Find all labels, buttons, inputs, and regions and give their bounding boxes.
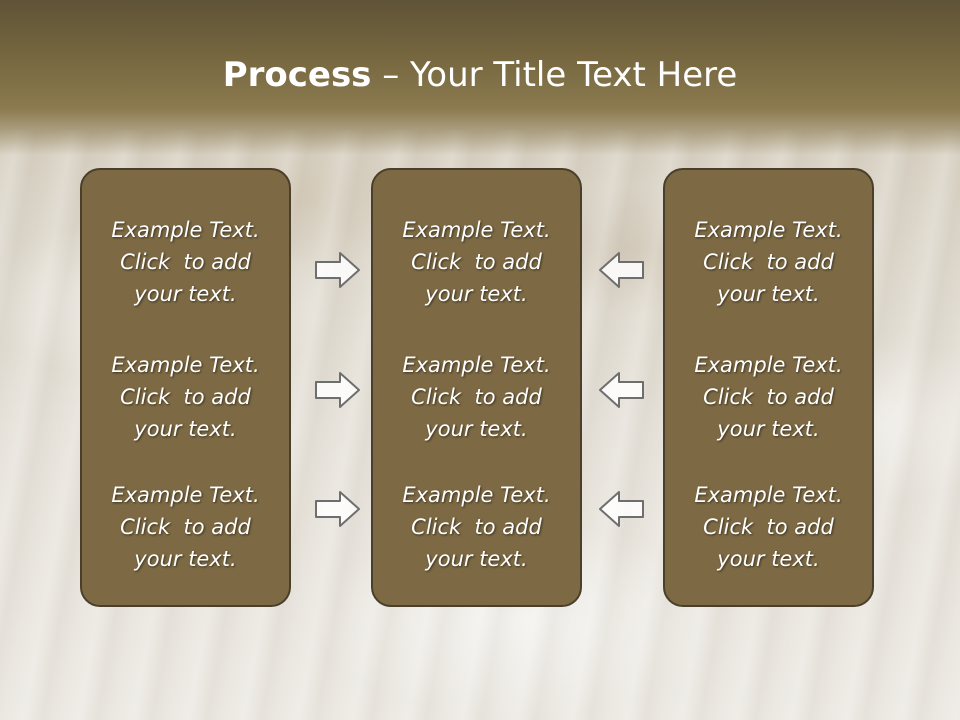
process-box-right[interactable]: Example Text. Click to add your text. Ex… bbox=[663, 168, 874, 607]
text-line: Example Text. bbox=[694, 483, 843, 507]
arrow-left-icon bbox=[599, 252, 644, 288]
title-bold: Process bbox=[222, 55, 372, 95]
text-line: your text. bbox=[425, 282, 528, 306]
text-line: your text. bbox=[425, 547, 528, 571]
text-line: your text. bbox=[717, 547, 820, 571]
arrow-right-icon bbox=[315, 491, 360, 527]
text-block[interactable]: Example Text. Click to add your text. bbox=[665, 349, 872, 445]
slide-title[interactable]: Process – Your Title Text Here bbox=[0, 50, 960, 100]
text-line: Click to add bbox=[703, 515, 834, 539]
text-line: Example Text. bbox=[111, 483, 260, 507]
text-line: Click to add bbox=[120, 385, 251, 409]
process-box-middle[interactable]: Example Text. Click to add your text. Ex… bbox=[371, 168, 582, 607]
text-line: your text. bbox=[134, 547, 237, 571]
text-line: Click to add bbox=[120, 515, 251, 539]
arrow-right-icon bbox=[315, 372, 360, 408]
arrow-left-icon bbox=[599, 491, 644, 527]
text-line: your text. bbox=[425, 417, 528, 441]
text-block[interactable]: Example Text. Click to add your text. bbox=[665, 214, 872, 310]
text-line: Click to add bbox=[703, 250, 834, 274]
title-bar bbox=[0, 0, 960, 155]
text-line: Example Text. bbox=[694, 353, 843, 377]
arrow-right-icon bbox=[315, 252, 360, 288]
text-line: your text. bbox=[134, 282, 237, 306]
text-line: Click to add bbox=[411, 250, 542, 274]
text-line: Click to add bbox=[411, 515, 542, 539]
text-block[interactable]: Example Text. Click to add your text. bbox=[373, 214, 580, 310]
text-line: your text. bbox=[717, 417, 820, 441]
text-line: Example Text. bbox=[694, 218, 843, 242]
text-line: Example Text. bbox=[402, 353, 551, 377]
arrow-left-icon bbox=[599, 372, 644, 408]
text-line: Click to add bbox=[411, 385, 542, 409]
text-block[interactable]: Example Text. Click to add your text. bbox=[665, 479, 872, 575]
text-block[interactable]: Example Text. Click to add your text. bbox=[82, 349, 289, 445]
text-line: your text. bbox=[134, 417, 237, 441]
text-block[interactable]: Example Text. Click to add your text. bbox=[82, 214, 289, 310]
process-box-left[interactable]: Example Text. Click to add your text. Ex… bbox=[80, 168, 291, 607]
text-line: your text. bbox=[717, 282, 820, 306]
text-line: Example Text. bbox=[402, 218, 551, 242]
text-line: Example Text. bbox=[111, 353, 260, 377]
text-line: Click to add bbox=[120, 250, 251, 274]
text-block[interactable]: Example Text. Click to add your text. bbox=[373, 479, 580, 575]
text-line: Click to add bbox=[703, 385, 834, 409]
text-block[interactable]: Example Text. Click to add your text. bbox=[82, 479, 289, 575]
text-line: Example Text. bbox=[402, 483, 551, 507]
text-line: Example Text. bbox=[111, 218, 260, 242]
text-block[interactable]: Example Text. Click to add your text. bbox=[373, 349, 580, 445]
title-rest: – Your Title Text Here bbox=[371, 55, 738, 95]
